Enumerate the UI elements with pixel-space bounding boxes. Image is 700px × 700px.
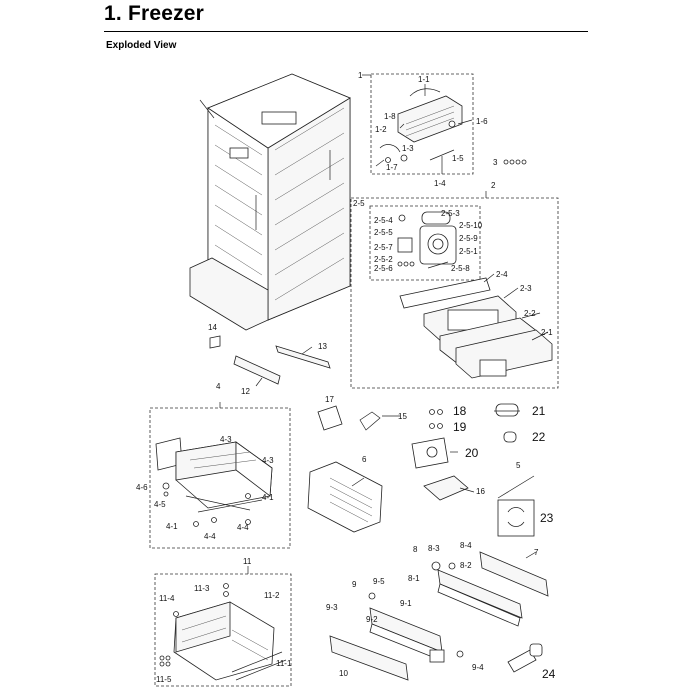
part-1-group bbox=[362, 73, 474, 175]
callout-8-1: 8-1 bbox=[408, 574, 420, 583]
page-title: 1. Freezer bbox=[104, 2, 205, 25]
leader-lines bbox=[219, 84, 549, 574]
parts-7-8-rails bbox=[431, 551, 549, 627]
callout-19: 19 bbox=[453, 420, 467, 434]
callout-2-2: 2-2 bbox=[524, 309, 536, 318]
callout-13: 13 bbox=[318, 342, 327, 351]
callout-9-5: 9-5 bbox=[373, 577, 385, 586]
callout-4-3-top: 4-3 bbox=[220, 435, 232, 444]
callout-11-3: 11-3 bbox=[194, 584, 210, 593]
callout-10: 10 bbox=[339, 669, 348, 678]
parts-9-10-rails bbox=[329, 592, 464, 681]
callout-2-5-10: 2-5-10 bbox=[459, 221, 483, 230]
callout-2-1: 2-1 bbox=[541, 328, 553, 337]
callout-8-3: 8-3 bbox=[428, 544, 440, 553]
callout-12: 12 bbox=[241, 387, 250, 396]
callout-11-5: 11-5 bbox=[156, 675, 172, 684]
callout-7: 7 bbox=[534, 548, 539, 557]
callout-24: 24 bbox=[542, 667, 556, 681]
callout-4-3-right: 4-3 bbox=[262, 456, 274, 465]
callout-8-2: 8-2 bbox=[460, 561, 472, 570]
part-6-cover bbox=[307, 461, 383, 533]
part-3-screws bbox=[503, 159, 527, 165]
callout-1-8: 1-8 bbox=[384, 112, 396, 121]
callout-3: 3 bbox=[493, 158, 498, 167]
callout-2-5-3: 2-5-3 bbox=[441, 209, 460, 218]
callout-labels: 1 1-1 1-8 1-2 1-6 1-3 1-5 1-7 1-4 3 2 2-… bbox=[136, 71, 556, 684]
callout-2: 2 bbox=[491, 181, 496, 190]
callout-11-2: 11-2 bbox=[264, 591, 280, 600]
callout-2-5-4: 2-5-4 bbox=[374, 216, 393, 225]
callout-1-7: 1-7 bbox=[386, 163, 398, 172]
callout-22: 22 bbox=[532, 430, 546, 444]
callout-14: 14 bbox=[208, 323, 217, 332]
callout-1-1: 1-1 bbox=[418, 75, 430, 84]
callout-4-1-right: 4-1 bbox=[262, 493, 274, 502]
callout-9-4: 9-4 bbox=[472, 663, 484, 672]
callout-2-5-2: 2-5-2 bbox=[374, 255, 393, 264]
callout-1-6: 1-6 bbox=[476, 117, 488, 126]
callout-9-2: 9-2 bbox=[366, 615, 378, 624]
callout-2-5-1: 2-5-1 bbox=[459, 247, 478, 256]
callout-1: 1 bbox=[358, 71, 363, 80]
parts-15-to-24 bbox=[317, 403, 543, 673]
page-subtitle: Exploded View bbox=[106, 40, 177, 51]
callout-5: 5 bbox=[516, 461, 521, 470]
callout-1-2: 1-2 bbox=[375, 125, 387, 134]
callout-11-4: 11-4 bbox=[159, 594, 175, 603]
callout-4-5: 4-5 bbox=[154, 500, 166, 509]
part-2-group bbox=[350, 197, 559, 389]
callout-11: 11 bbox=[243, 557, 252, 566]
callout-1-3: 1-3 bbox=[402, 144, 414, 153]
title-rule bbox=[104, 31, 588, 32]
callout-21: 21 bbox=[532, 404, 546, 418]
callout-18: 18 bbox=[453, 404, 467, 418]
callout-11-1: 11-1 bbox=[276, 659, 292, 668]
callout-4-4-left: 4-4 bbox=[204, 532, 216, 541]
part-11-group bbox=[154, 573, 292, 687]
callout-1-4: 1-4 bbox=[434, 179, 446, 188]
callout-9-3: 9-3 bbox=[326, 603, 338, 612]
callout-9-1: 9-1 bbox=[400, 599, 412, 608]
callout-2-5-5: 2-5-5 bbox=[374, 228, 393, 237]
callout-16: 16 bbox=[476, 487, 485, 496]
parts-12-13-14 bbox=[209, 335, 331, 385]
callout-4: 4 bbox=[216, 382, 221, 391]
callout-4-6: 4-6 bbox=[136, 483, 148, 492]
callout-2-3: 2-3 bbox=[520, 284, 532, 293]
callout-2-5: 2-5 bbox=[353, 199, 365, 208]
callout-8-4: 8-4 bbox=[460, 541, 472, 550]
part-4-group bbox=[149, 407, 291, 549]
callout-6: 6 bbox=[362, 455, 367, 464]
callout-2-5-7: 2-5-7 bbox=[374, 243, 393, 252]
callout-9: 9 bbox=[352, 580, 357, 589]
callout-23: 23 bbox=[540, 511, 554, 525]
callout-1-5: 1-5 bbox=[452, 154, 464, 163]
callout-2-5-9: 2-5-9 bbox=[459, 234, 478, 243]
callout-17: 17 bbox=[325, 395, 334, 404]
callout-15: 15 bbox=[398, 412, 407, 421]
callout-4-4-right: 4-4 bbox=[237, 523, 249, 532]
freezer-cabinet bbox=[189, 73, 351, 331]
callout-20: 20 bbox=[465, 446, 479, 460]
callout-4-1-left: 4-1 bbox=[166, 522, 178, 531]
callout-2-4: 2-4 bbox=[496, 270, 508, 279]
callout-2-5-6: 2-5-6 bbox=[374, 264, 393, 273]
callout-2-5-8: 2-5-8 bbox=[451, 264, 470, 273]
callout-8: 8 bbox=[413, 545, 418, 554]
